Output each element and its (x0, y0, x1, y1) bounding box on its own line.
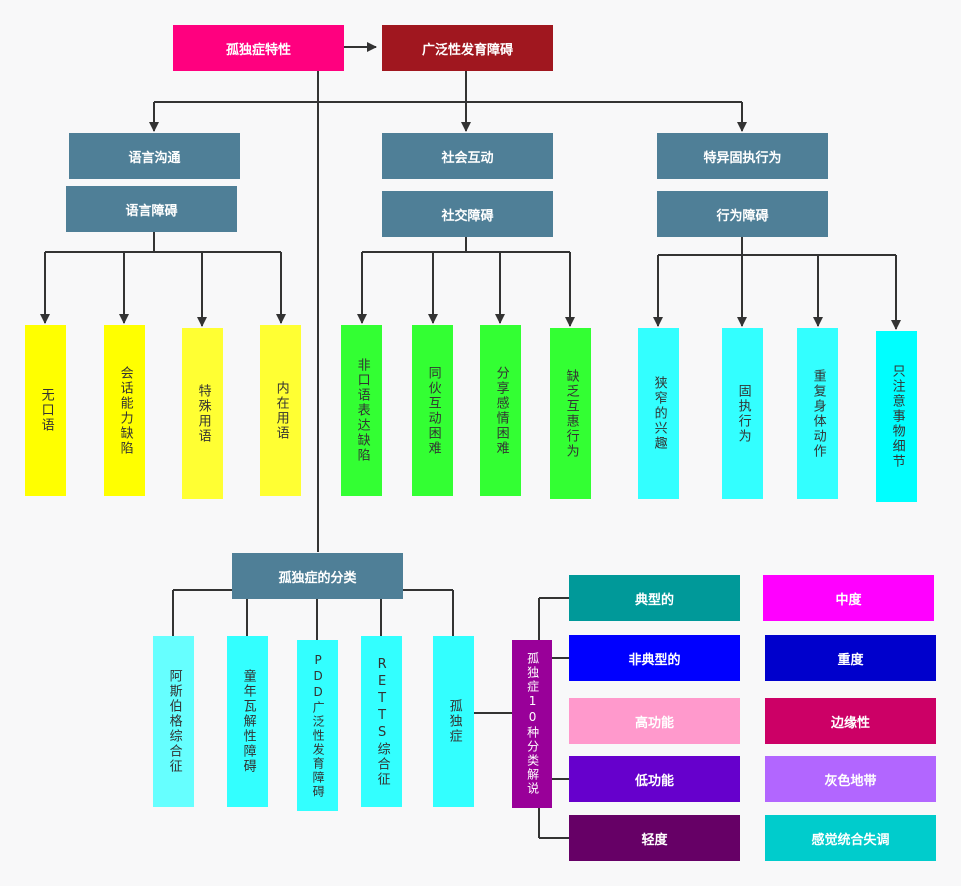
subtype-right: 中度 (763, 575, 934, 621)
social-sub-box: 社交障碍 (382, 191, 553, 237)
behavior-leaf: 固执行为 (722, 328, 763, 499)
subtype-left: 低功能 (569, 756, 740, 802)
behavior-title-box: 特异固执行为 (657, 133, 828, 179)
language-leaf: 特殊用语 (182, 328, 223, 499)
social-leaf: 分享感情困难 (480, 325, 521, 496)
subtypes-title-box: 孤独症10种分类解说 (512, 640, 552, 808)
subtype-right: 重度 (765, 635, 936, 681)
behavior-sub-box: 行为障碍 (657, 191, 828, 237)
classification-leaf: 童年瓦解性障碍 (227, 636, 268, 807)
autism-traits-box: 孤独症特性 (173, 25, 344, 71)
subtype-right: 边缘性 (765, 698, 936, 744)
subtype-left: 轻度 (569, 815, 740, 861)
subtype-left: 典型的 (569, 575, 740, 621)
subtype-left: 非典型的 (569, 635, 740, 681)
language-sub-box: 语言障碍 (66, 186, 237, 232)
language-leaf: 会话能力缺陷 (104, 325, 145, 496)
language-leaf: 内在用语 (260, 325, 301, 496)
subtype-left: 高功能 (569, 698, 740, 744)
behavior-leaf: 重复身体动作 (797, 328, 838, 499)
social-leaf: 非口语表达缺陷 (341, 325, 382, 496)
classification-leaf-autism: 孤独症 (433, 636, 474, 807)
pdd-box: 广泛性发育障碍 (382, 25, 553, 71)
social-leaf: 同伙互动困难 (412, 325, 453, 496)
classification-leaf: 阿斯伯格综合征 (153, 636, 194, 807)
subtype-right: 感觉统合失调 (765, 815, 936, 861)
behavior-leaf: 只注意事物细节 (876, 331, 917, 502)
language-title-box: 语言沟通 (69, 133, 240, 179)
social-title-box: 社会互动 (382, 133, 553, 179)
subtype-right: 灰色地带 (765, 756, 936, 802)
language-leaf: 无口语 (25, 325, 66, 496)
classification-title-box: 孤独症的分类 (232, 553, 403, 599)
social-leaf: 缺乏互惠行为 (550, 328, 591, 499)
classification-leaf: PDD广泛性发育障碍 (297, 640, 338, 811)
classification-leaf: RETTS综合征 (361, 636, 402, 807)
behavior-leaf: 狭窄的兴趣 (638, 328, 679, 499)
